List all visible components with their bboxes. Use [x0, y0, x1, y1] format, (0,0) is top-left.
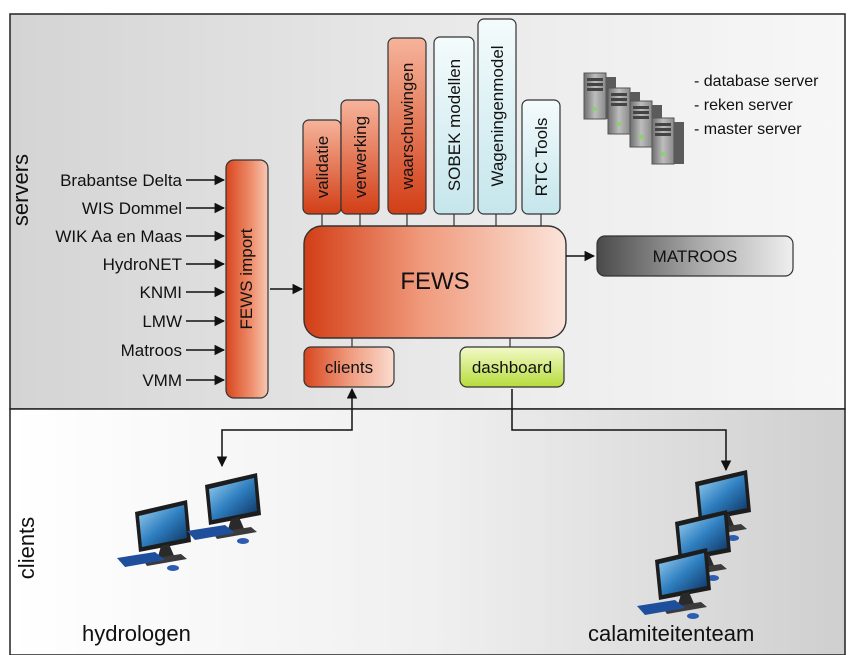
source-label: WIK Aa en Maas [55, 227, 182, 246]
server-type-list: - database server - reken server - maste… [694, 73, 819, 138]
fews-import-label: FEWS import [237, 228, 256, 329]
module-labels: validatie verwerking waarschuwingen SOBE… [313, 45, 551, 198]
source-label: HydroNET [103, 255, 182, 274]
module-wageningen [477, 18, 517, 215]
source-label: KNMI [140, 283, 183, 302]
source-label: VMM [142, 371, 182, 390]
source-label: Brabantse Delta [60, 171, 182, 190]
source-label: Matroos [121, 341, 182, 360]
servers-section [9, 13, 846, 410]
hydrologen-label: hydrologen [82, 621, 191, 646]
matroos-label: MATROOS [653, 247, 738, 266]
dashboard-box-label: dashboard [472, 358, 552, 377]
source-list: Brabantse Delta WIS Dommel WIK Aa en Maa… [55, 171, 182, 390]
module-sobek [433, 36, 475, 215]
fews-core-box [303, 225, 567, 339]
fews-core-label: FEWS [400, 268, 469, 295]
module-label: Wageningenmodel [488, 45, 507, 186]
source-arrows [186, 174, 226, 386]
module-label: waarschuwingen [398, 63, 417, 191]
dashboard-box [459, 346, 565, 388]
clients-box [303, 346, 395, 388]
module-boxes [302, 18, 561, 215]
server-type: - master server [694, 121, 802, 138]
module-label: SOBEK modellen [445, 59, 464, 191]
module-rtc [521, 99, 561, 215]
clients-section-label: clients [14, 517, 39, 579]
source-label: LMW [142, 312, 182, 331]
module-label: RTC Tools [532, 118, 551, 197]
module-label: validatie [313, 136, 332, 198]
matroos-box [596, 235, 794, 277]
server-type: - reken server [694, 97, 793, 114]
module-label: verwerking [351, 116, 370, 198]
calamiteitenteam-label: calamiteitenteam [588, 621, 754, 646]
clients-box-label: clients [325, 358, 373, 377]
server-type: - database server [694, 73, 819, 90]
dashboard-connector [511, 389, 732, 472]
servers-section-label: servers [8, 154, 33, 226]
module-verwerking [340, 99, 380, 215]
module-waarschuwingen [387, 37, 427, 215]
clients-connector [216, 387, 358, 468]
module-connectors [321, 214, 542, 347]
source-label: WIS Dommel [82, 199, 182, 218]
